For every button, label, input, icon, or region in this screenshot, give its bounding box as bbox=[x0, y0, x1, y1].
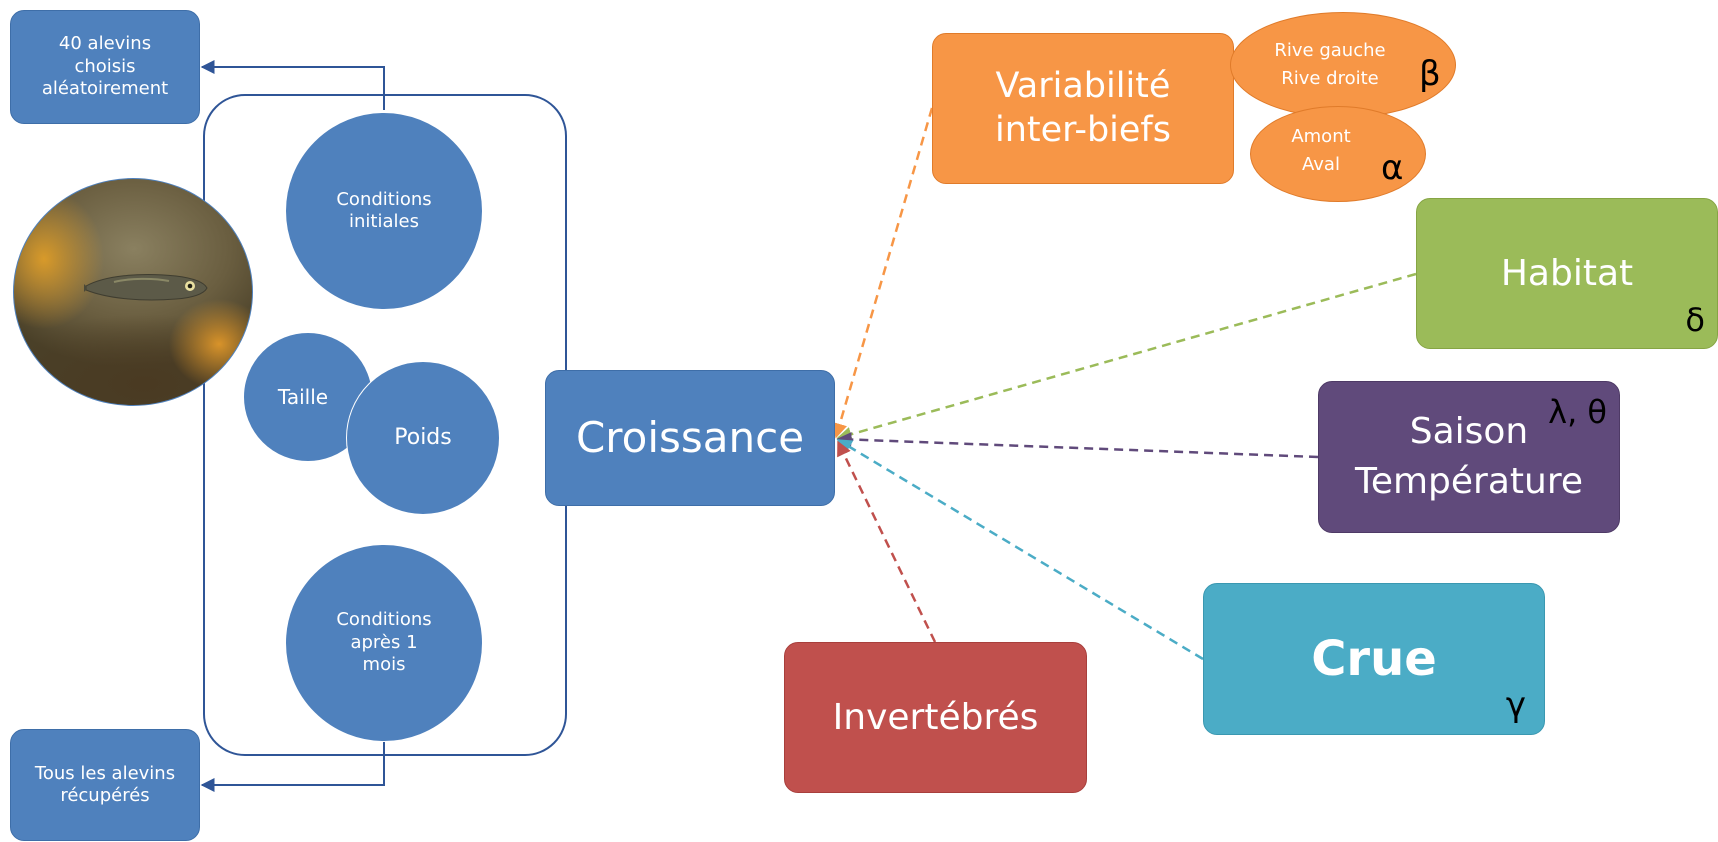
lambda-theta-symbol: λ, θ bbox=[1548, 393, 1607, 431]
growth-box: Croissance bbox=[545, 370, 835, 506]
flood-box: Crue γ bbox=[1203, 583, 1545, 735]
downstream-label: Aval bbox=[1302, 154, 1340, 175]
flood-label: Crue bbox=[1311, 631, 1437, 687]
stream-ellipse: Amont Aval α bbox=[1250, 106, 1426, 202]
variability-box: Variabilité inter-biefs bbox=[932, 33, 1234, 184]
habitat-arrow bbox=[836, 272, 1417, 442]
after-conditions-circle: Conditions après 1 mois bbox=[285, 544, 483, 742]
season-box: Saison Température λ, θ bbox=[1318, 381, 1620, 533]
after-conditions-line: Conditions bbox=[336, 609, 432, 631]
bank-labels: Rive gauche Rive droite bbox=[1255, 37, 1405, 93]
delta-symbol: δ bbox=[1685, 301, 1705, 339]
bank-ellipse: Rive gauche Rive droite β bbox=[1230, 12, 1456, 118]
stream-labels: Amont Aval bbox=[1271, 123, 1371, 179]
sampling-end-box: Tous les alevins récupérés bbox=[10, 729, 200, 841]
habitat-label: Habitat bbox=[1500, 253, 1634, 294]
invertebrates-box: Invertébrés bbox=[784, 642, 1087, 793]
sampling-start-line: aléatoirement bbox=[41, 78, 169, 100]
invertebrates-label: Invertébrés bbox=[832, 697, 1039, 738]
sampling-start-line: choisis bbox=[74, 55, 136, 77]
bank-left-label: Rive gauche bbox=[1274, 40, 1386, 61]
fish-fry-photo bbox=[13, 178, 253, 406]
invertebrates-arrow bbox=[836, 440, 937, 643]
after-conditions-line: mois bbox=[362, 654, 406, 676]
initial-conditions-line: Conditions bbox=[336, 188, 432, 210]
upstream-label: Amont bbox=[1291, 126, 1351, 147]
alpha-symbol: α bbox=[1381, 148, 1404, 188]
variability-line: Variabilité bbox=[995, 65, 1171, 106]
beta-symbol: β bbox=[1419, 54, 1441, 94]
season-line: Température bbox=[1354, 461, 1584, 502]
fish-icon bbox=[84, 274, 208, 301]
bank-right-label: Rive droite bbox=[1281, 68, 1379, 89]
variability-line: inter-biefs bbox=[995, 109, 1171, 150]
sampling-end-line: récupérés bbox=[60, 785, 150, 806]
growth-label: Croissance bbox=[575, 412, 805, 462]
habitat-box: Habitat δ bbox=[1416, 198, 1718, 349]
sampling-start-line: 40 alevins bbox=[58, 33, 152, 55]
weight-circle: Poids bbox=[346, 361, 500, 515]
sampling-end-line: Tous les alevins bbox=[34, 762, 176, 784]
weight-label: Poids bbox=[394, 425, 452, 451]
flood-arrow bbox=[836, 438, 1204, 661]
gamma-symbol: γ bbox=[1505, 685, 1526, 725]
initial-conditions-circle: Conditions initiales bbox=[285, 112, 483, 310]
size-label: Taille bbox=[277, 384, 329, 409]
season-arrow bbox=[836, 432, 1319, 459]
variability-arrow bbox=[832, 107, 934, 439]
sampling-start-box: 40 alevins choisis aléatoirement bbox=[10, 10, 200, 124]
initial-conditions-line: initiales bbox=[349, 211, 419, 232]
season-line: Saison bbox=[1409, 410, 1529, 452]
after-conditions-line: après 1 bbox=[350, 631, 418, 653]
